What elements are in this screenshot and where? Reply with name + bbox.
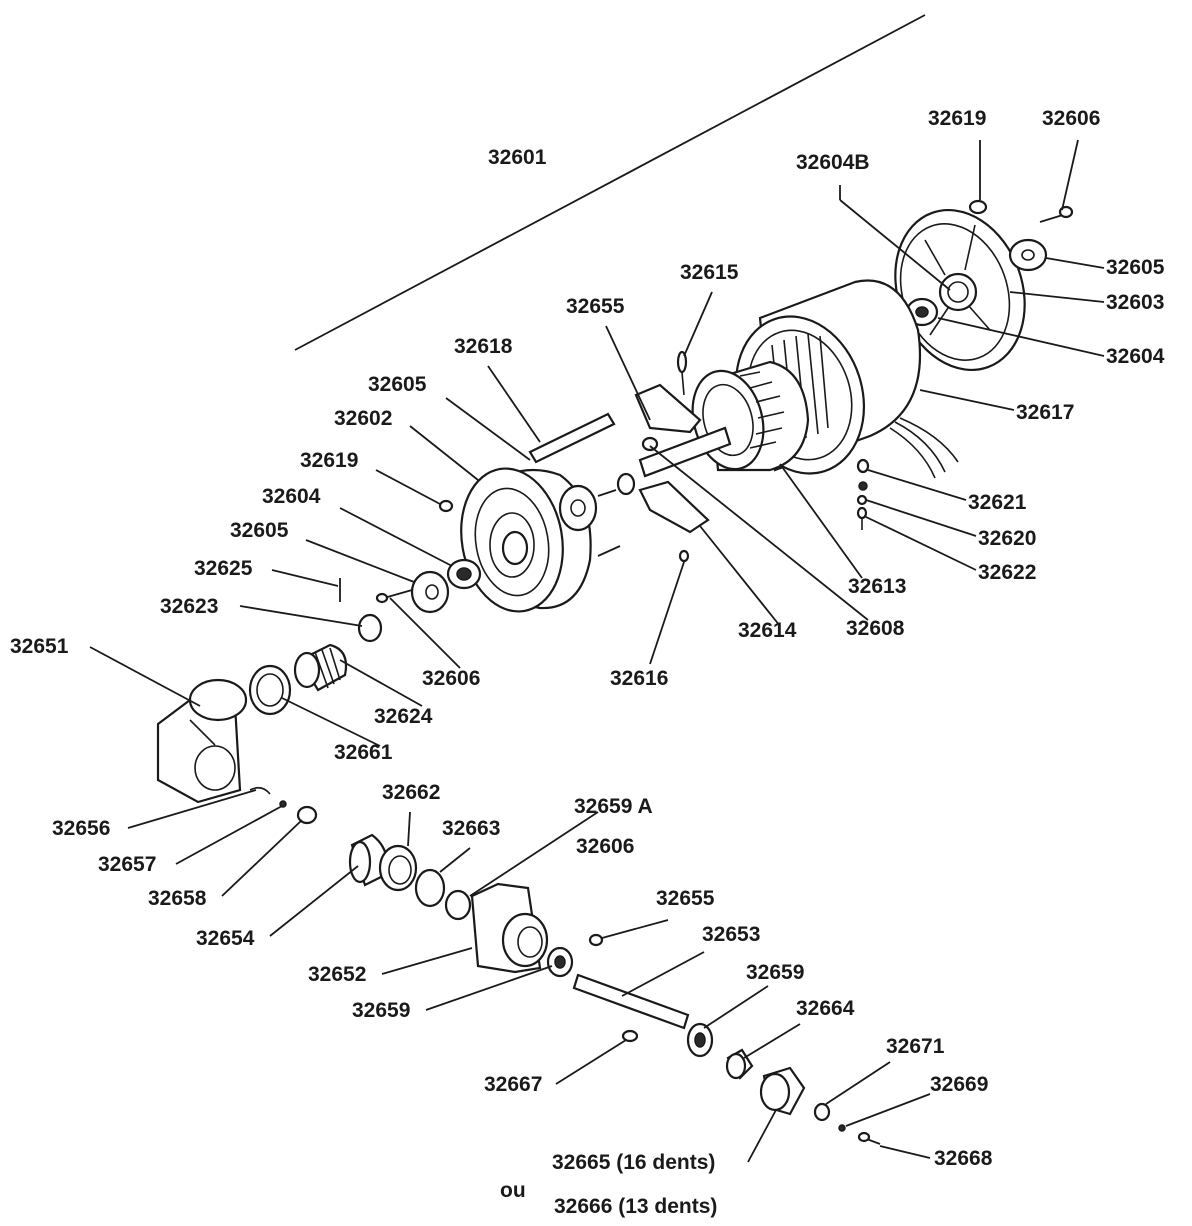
- label-32659A: 32659 A: [574, 795, 653, 818]
- oring-32663: [414, 868, 446, 908]
- shaft-32653: [572, 973, 690, 1030]
- label-32620: 32620: [978, 527, 1037, 550]
- washer-32605-small: [641, 436, 659, 452]
- brush-32655: [634, 383, 702, 434]
- rotor-32613: [638, 360, 810, 478]
- label-32601: 32601: [488, 146, 547, 169]
- label-32667: 32667: [484, 1073, 543, 1096]
- bearing-32604-left: [446, 558, 482, 590]
- label-32661: 32661: [334, 741, 393, 764]
- label-32659-right: 32659: [746, 961, 805, 984]
- ring-32661: [248, 664, 292, 716]
- label-32663: 32663: [442, 817, 501, 840]
- label-32666: 32666 (13 dents): [554, 1195, 718, 1218]
- label-32625: 32625: [194, 557, 253, 580]
- leader-lines: [89, 139, 1105, 1163]
- rod-32618: [528, 412, 616, 464]
- flange-32652: [444, 882, 549, 974]
- label-32652: 32652: [308, 963, 367, 986]
- screw-32655-lower: [588, 933, 604, 947]
- label-32658: 32658: [148, 887, 207, 910]
- label-32605-mid: 32605: [368, 373, 427, 396]
- label-32669: 32669: [930, 1073, 989, 1096]
- label-32619-left: 32619: [300, 449, 359, 472]
- pin-32616: [678, 549, 690, 563]
- oring-32623: [357, 613, 383, 643]
- screw-32606-right: [1039, 205, 1074, 223]
- label-32608: 32608: [846, 617, 905, 640]
- ring-32662: [378, 844, 418, 892]
- label-32613: 32613: [848, 575, 907, 598]
- label-32616: 32616: [610, 667, 669, 690]
- label-32651: 32651: [10, 635, 69, 658]
- label-32623: 32623: [160, 595, 219, 618]
- label-32619-right: 32619: [928, 107, 987, 130]
- label-32621: 32621: [968, 491, 1027, 514]
- label-32604-left: 32604: [262, 485, 321, 508]
- label-32617: 32617: [1016, 401, 1075, 424]
- pin-32656: [249, 786, 271, 795]
- label-32654: 32654: [196, 927, 255, 950]
- label-32602: 32602: [334, 407, 393, 430]
- label-32603: 32603: [1106, 291, 1165, 314]
- screw-32606-left: [375, 589, 413, 604]
- worm-32624: [293, 643, 348, 692]
- screw-32668: [857, 1131, 881, 1145]
- label-32605-left: 32605: [230, 519, 289, 542]
- label-32665: 32665 (16 dents): [552, 1151, 716, 1174]
- label-32606-right: 32606: [1042, 107, 1101, 130]
- label-32606-left: 32606: [422, 667, 481, 690]
- hardware-stack-32621-32622: [856, 458, 870, 530]
- label-32671: 32671: [886, 1035, 945, 1058]
- washer-32605-left: [410, 570, 450, 614]
- label-32655-upper: 32655: [566, 295, 625, 318]
- label-32662: 32662: [382, 781, 441, 804]
- label-32615: 32615: [680, 261, 739, 284]
- nut-32619-left: [438, 499, 454, 513]
- bushing-32664: [725, 1048, 754, 1080]
- label-32656: 32656: [52, 817, 111, 840]
- label-ou: ou: [500, 1179, 526, 1202]
- label-32606-lower: 32606: [576, 835, 635, 858]
- washer-32605-right: [1008, 238, 1048, 272]
- gearbox-32651: [156, 678, 248, 804]
- label-32653: 32653: [702, 923, 761, 946]
- end-shield-32602: [460, 467, 621, 613]
- sprocket-32665: [759, 1066, 806, 1116]
- label-32605-right: 32605: [1106, 256, 1165, 279]
- label-32604B: 32604B: [796, 151, 870, 174]
- label-32604-right: 32604: [1106, 345, 1165, 368]
- washer-32671: [813, 1102, 831, 1122]
- pin-32669: [838, 1124, 846, 1132]
- label-32659-left: 32659: [352, 999, 411, 1022]
- label-32622: 32622: [978, 561, 1037, 584]
- label-32655-lower: 32655: [656, 887, 715, 910]
- brush-32614: [638, 480, 710, 534]
- key-32667: [621, 1029, 639, 1043]
- ring-32608: [616, 472, 636, 496]
- nut-32619-right: [968, 199, 988, 215]
- label-32624: 32624: [374, 705, 433, 728]
- divider-line: [294, 14, 926, 351]
- label-32614: 32614: [738, 619, 797, 642]
- label-32618: 32618: [454, 335, 513, 358]
- label-32668: 32668: [934, 1147, 993, 1170]
- bearing-32659-left: [546, 946, 574, 978]
- bearing-32659-right: [686, 1022, 714, 1058]
- washer-32658: [296, 805, 318, 825]
- label-32657: 32657: [98, 853, 157, 876]
- label-32664: 32664: [796, 997, 855, 1020]
